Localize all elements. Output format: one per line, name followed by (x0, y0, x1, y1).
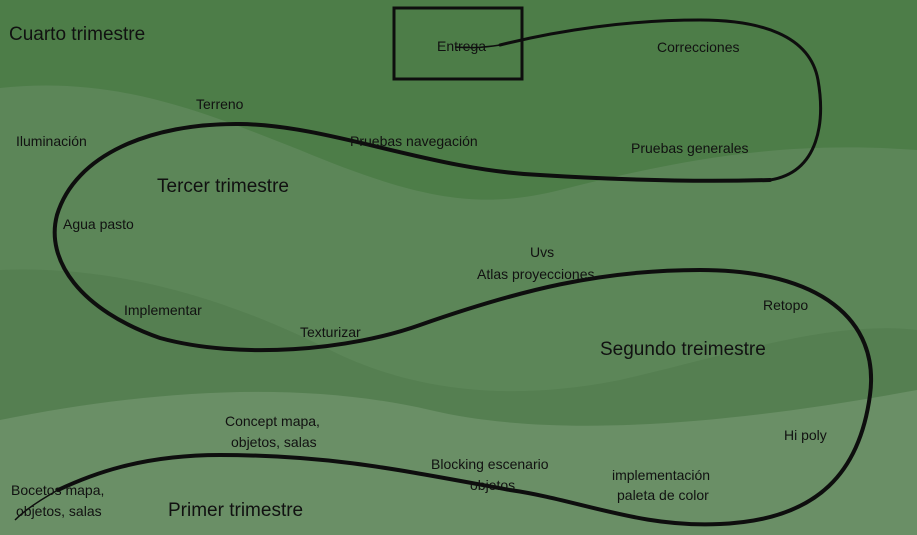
milestone-terreno: Terreno (196, 96, 244, 112)
milestone-concept-line1: Concept mapa, (225, 413, 320, 429)
milestone-implementacion-line2: paleta de color (617, 487, 709, 503)
milestone-implementacion-line1: implementación (612, 467, 710, 483)
milestone-blocking-line1: Blocking escenario (431, 456, 549, 472)
milestone-retopo: Retopo (763, 297, 808, 313)
milestone-concept-line2: objetos, salas (231, 434, 317, 450)
milestone-blocking-line2: objetos (470, 477, 515, 493)
quarter-label-q1: Primer trimestre (168, 500, 303, 521)
quarter-label-q4: Cuarto trimestre (9, 24, 145, 45)
milestone-agua-pasto: Agua pasto (63, 216, 134, 232)
lead-in-line-bottom (14, 489, 59, 521)
milestone-pruebas-navegacion: Pruebas navegación (350, 133, 478, 149)
roadmap-path-top (498, 18, 822, 182)
milestone-iluminacion: Iluminación (16, 133, 87, 149)
milestone-correcciones: Correcciones (657, 39, 739, 55)
lead-in-line-top (454, 44, 501, 49)
milestone-texturizar: Texturizar (300, 324, 361, 340)
quarter-label-q2: Segundo treimestre (600, 339, 766, 360)
milestone-hi-poly: Hi poly (784, 427, 827, 443)
milestone-bocetos-line2: objetos, salas (16, 503, 102, 519)
milestone-pruebas-generales: Pruebas generales (631, 140, 749, 156)
milestone-implementar: Implementar (124, 302, 202, 318)
milestone-atlas-proyecciones: Atlas proyecciones (477, 266, 595, 282)
delivery-box (392, 6, 524, 81)
milestone-uvs: Uvs (530, 244, 554, 260)
quarter-label-q3: Tercer trimestre (157, 176, 289, 197)
milestone-entrega: Entrega (437, 38, 486, 54)
background-band-bottom (0, 390, 917, 535)
roadmap-path (52, 121, 874, 527)
milestone-bocetos-line1: Bocetos mapa, (11, 482, 104, 498)
